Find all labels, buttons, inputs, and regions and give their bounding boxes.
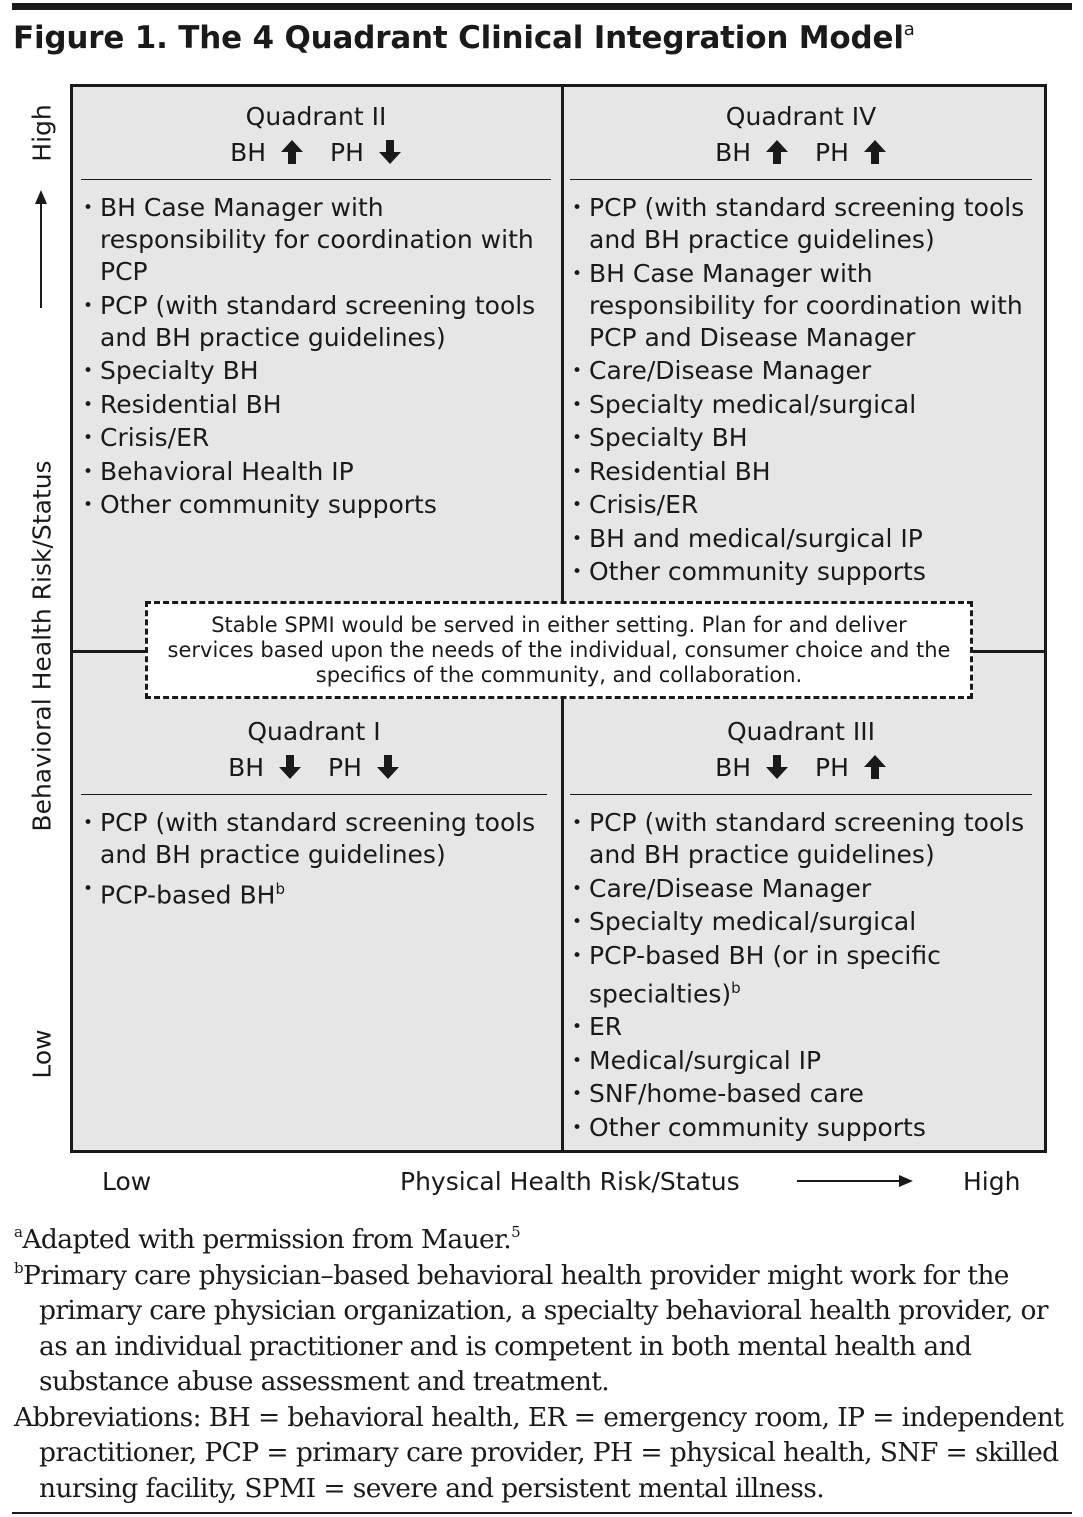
service-item: PCP (with standard screening tools and B… <box>570 807 1032 871</box>
footnote-b: bPrimary care physician–based behavioral… <box>14 1258 1049 1398</box>
quadrant-services-list: PCP (with standard screening tools and B… <box>570 192 1032 588</box>
service-item: Residential BH <box>81 389 551 421</box>
service-item: BH and medical/surgical IP <box>570 523 1032 555</box>
x-axis-label: Physical Health Risk/Status <box>400 1167 740 1196</box>
quadrant-title: Quadrant II <box>245 102 387 131</box>
service-item: Specialty BH <box>570 422 1032 454</box>
abbreviations: Abbreviations: BH = behavioral health, E… <box>14 1401 1064 1504</box>
quadrant-title: Quadrant I <box>247 717 381 746</box>
y-axis-high-label: High <box>27 104 57 162</box>
footnote-reference: b <box>275 879 285 898</box>
service-item: BH Case Manager with responsibility for … <box>570 258 1032 354</box>
center-note: Stable SPMI would be served in either se… <box>145 601 973 699</box>
service-item: PCP-based BH (or in specific specialties… <box>570 940 1032 1010</box>
service-item: Care/Disease Manager <box>570 355 1032 387</box>
service-item: ER <box>570 1011 1032 1043</box>
bottom-rule <box>12 1512 1072 1514</box>
y-axis-label: Behavioral Health Risk/Status <box>27 460 57 832</box>
ph-arrow-down-icon <box>378 139 402 165</box>
ph-indicator: PH <box>815 138 887 167</box>
quadrant-indicators: BH PH <box>81 132 551 172</box>
y-axis-low-label: Low <box>27 1029 57 1079</box>
service-item: Care/Disease Manager <box>570 873 1032 905</box>
x-axis-low-label: Low <box>102 1167 152 1196</box>
ph-indicator: PH <box>815 753 887 782</box>
service-item: PCP-based BHb <box>81 873 547 911</box>
bh-indicator: BH <box>715 753 789 782</box>
quadrant-iii: Quadrant III BH PH PCP (with standard sc… <box>570 702 1032 1145</box>
footnote-a-mark: a <box>14 1223 23 1241</box>
ph-arrow-up-icon <box>863 139 887 165</box>
quadrant-ii: Quadrant II BH PH BH Case Manager with r… <box>81 87 551 523</box>
ph-arrow-down-icon <box>376 754 400 780</box>
bh-indicator: BH <box>715 138 789 167</box>
x-axis-arrow-icon <box>797 1175 913 1187</box>
service-item: Residential BH <box>570 456 1032 488</box>
bh-indicator: BH <box>228 753 302 782</box>
ph-arrow-up-icon <box>863 754 887 780</box>
top-rule <box>12 3 1072 10</box>
quadrant-iv: Quadrant IV BH PH PCP (with standard scr… <box>570 87 1032 590</box>
service-item: Other community supports <box>570 1112 1032 1144</box>
service-item: SNF/home-based care <box>570 1078 1032 1110</box>
bh-arrow-up-icon <box>280 139 304 165</box>
service-item: Other community supports <box>81 489 551 521</box>
quadrant-title: Quadrant III <box>726 717 876 746</box>
quadrant-rule <box>570 794 1032 795</box>
quadrant-rule <box>81 794 547 795</box>
service-item: PCP (with standard screening tools and B… <box>570 192 1032 256</box>
quadrant-indicators: BH PH <box>570 132 1032 172</box>
service-item: Specialty medical/surgical <box>570 906 1032 938</box>
figure-title: Figure 1. The 4 Quadrant Clinical Integr… <box>13 18 915 56</box>
footnote-a-reference: 5 <box>511 1223 521 1241</box>
service-item: Specialty BH <box>81 355 551 387</box>
quadrant-services-list: BH Case Manager with responsibility for … <box>81 192 551 521</box>
bh-arrow-down-icon <box>278 754 302 780</box>
y-axis-arrow-icon <box>35 190 47 308</box>
quadrant-services-list: PCP (with standard screening tools and B… <box>570 807 1032 1144</box>
footnote-a: aAdapted with permission from Mauer.5 <box>14 1223 521 1255</box>
quadrant-indicators: BH PH <box>81 747 547 787</box>
footnote-b-mark: b <box>14 1258 24 1277</box>
bh-arrow-up-icon <box>765 139 789 165</box>
quadrant-rule <box>81 179 551 180</box>
quadrant-title: Quadrant IV <box>725 102 877 131</box>
service-item: PCP (with standard screening tools and B… <box>81 290 551 354</box>
ph-indicator: PH <box>330 138 402 167</box>
service-item: BH Case Manager with responsibility for … <box>81 192 551 288</box>
bh-arrow-down-icon <box>765 754 789 780</box>
quadrant-services-list: PCP (with standard screening tools and B… <box>81 807 547 911</box>
quadrant-diagram: Quadrant II BH PH BH Case Manager with r… <box>70 84 1047 1153</box>
service-item: Crisis/ER <box>81 422 551 454</box>
service-item: Specialty medical/surgical <box>570 389 1032 421</box>
footnote-reference: b <box>731 978 741 997</box>
footnotes: aAdapted with permission from Mauer.5 bP… <box>14 1222 1072 1506</box>
x-axis-high-label: High <box>963 1167 1021 1196</box>
service-item: PCP (with standard screening tools and B… <box>81 807 547 871</box>
figure-title-superscript: a <box>903 18 915 40</box>
quadrant-rule <box>570 179 1032 180</box>
quadrant-i: Quadrant I BH PH PCP (with standard scre… <box>81 702 547 912</box>
service-item: Medical/surgical IP <box>570 1045 1032 1077</box>
bh-indicator: BH <box>230 138 304 167</box>
service-item: Behavioral Health IP <box>81 456 551 488</box>
ph-indicator: PH <box>328 753 400 782</box>
service-item: Crisis/ER <box>570 489 1032 521</box>
quadrant-indicators: BH PH <box>570 747 1032 787</box>
service-item: Other community supports <box>570 556 1032 588</box>
